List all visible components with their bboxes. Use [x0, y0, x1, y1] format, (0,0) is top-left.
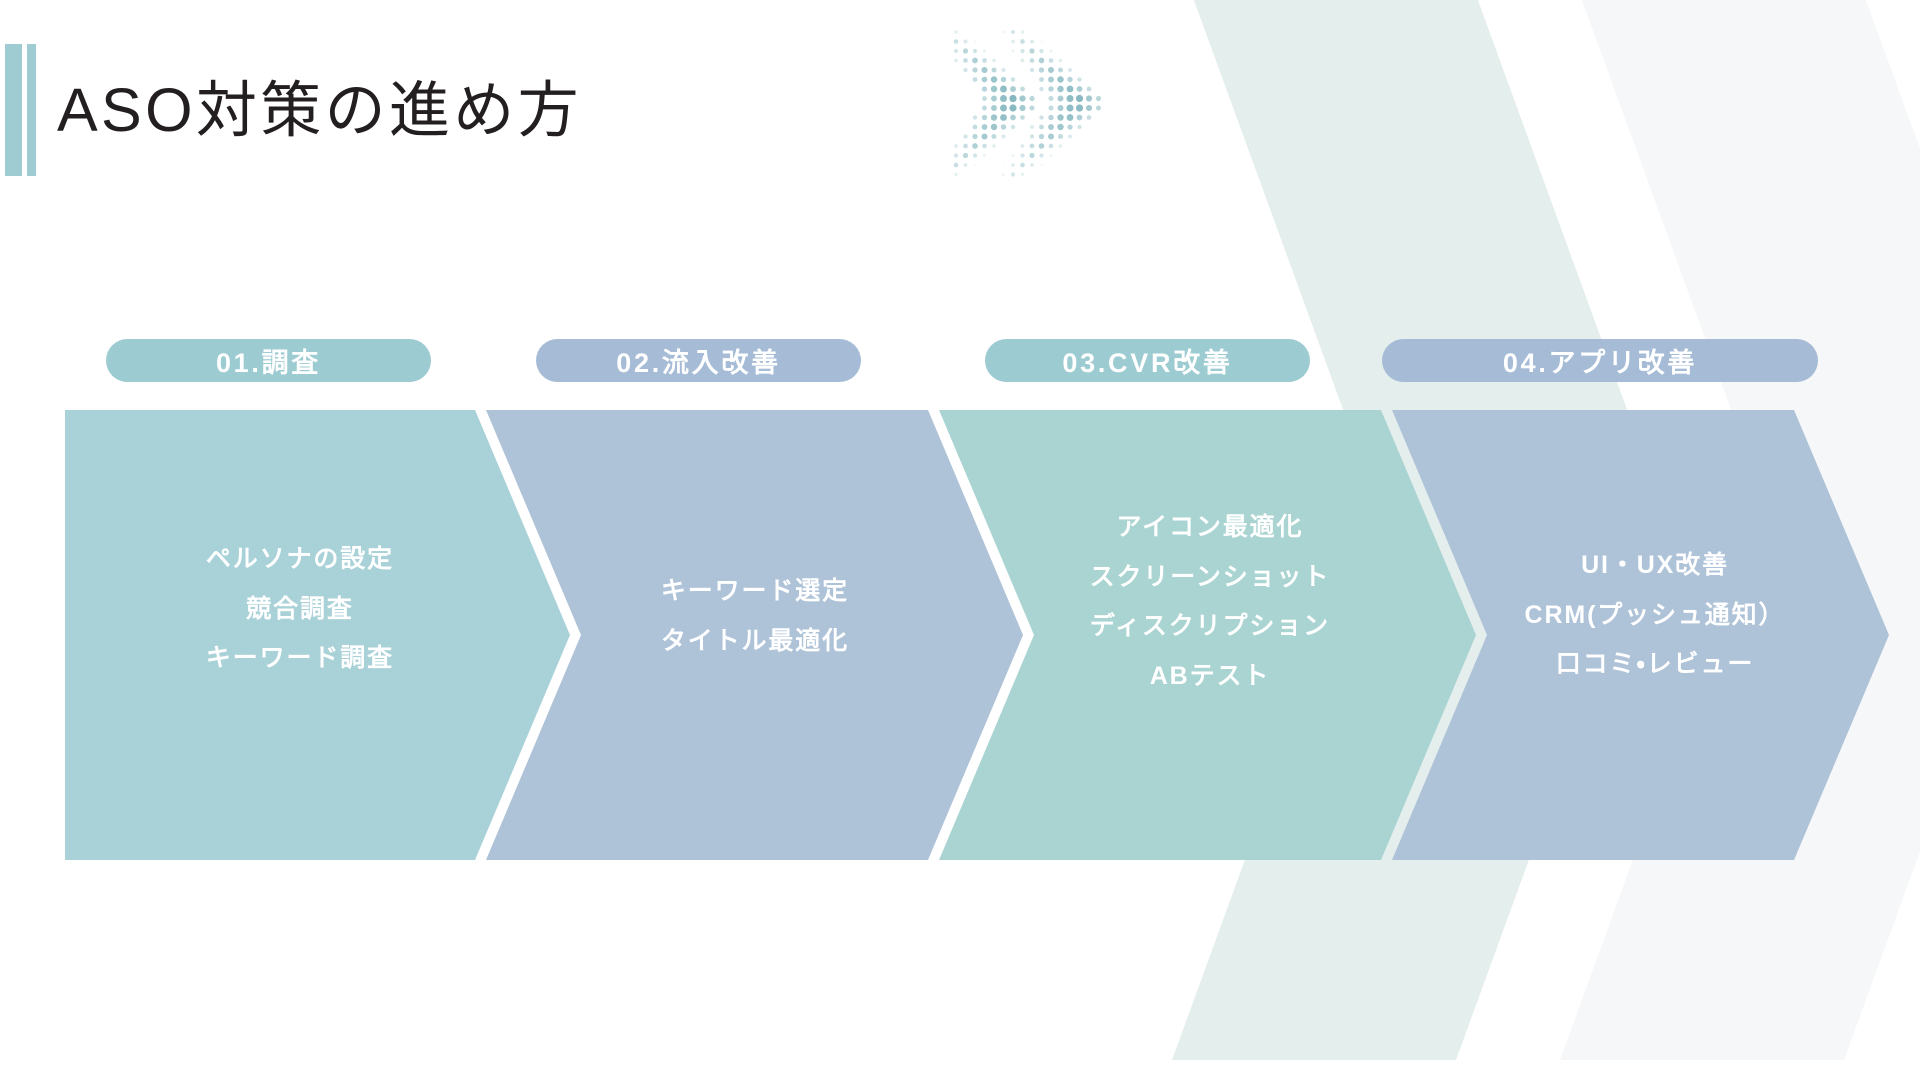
title-block: ASO対策の進め方 [0, 42, 582, 178]
step-shape-2[interactable] [486, 410, 1023, 860]
step-pill-2[interactable]: 02.流入改善 [536, 339, 861, 382]
step-pill-4-label: 04.アプリ改善 [1502, 348, 1698, 378]
step-pill-3-label: 03.CVR改善 [1062, 348, 1233, 378]
process-flow-shapes [65, 410, 1889, 860]
page-title: ASO対策の進め方 [57, 75, 583, 144]
double-chevron-dots-icon [953, 29, 1102, 177]
step-pill-2-label: 02.流入改善 [616, 348, 781, 378]
step-shape-1[interactable] [65, 410, 570, 860]
step-pill-3[interactable]: 03.CVR改善 [985, 339, 1310, 382]
title-accent-bar-thin [27, 44, 36, 176]
process-flow: ペルソナの設定 競合調査 キーワード調査 キーワード選定 タイトル最適化 アイコ… [0, 410, 1920, 860]
title-accent-bar-thick [5, 44, 22, 176]
step-pill-1[interactable]: 01.調査 [106, 339, 431, 382]
step-pill-1-label: 01.調査 [215, 348, 322, 378]
step-pill-4[interactable]: 04.アプリ改善 [1382, 339, 1818, 382]
